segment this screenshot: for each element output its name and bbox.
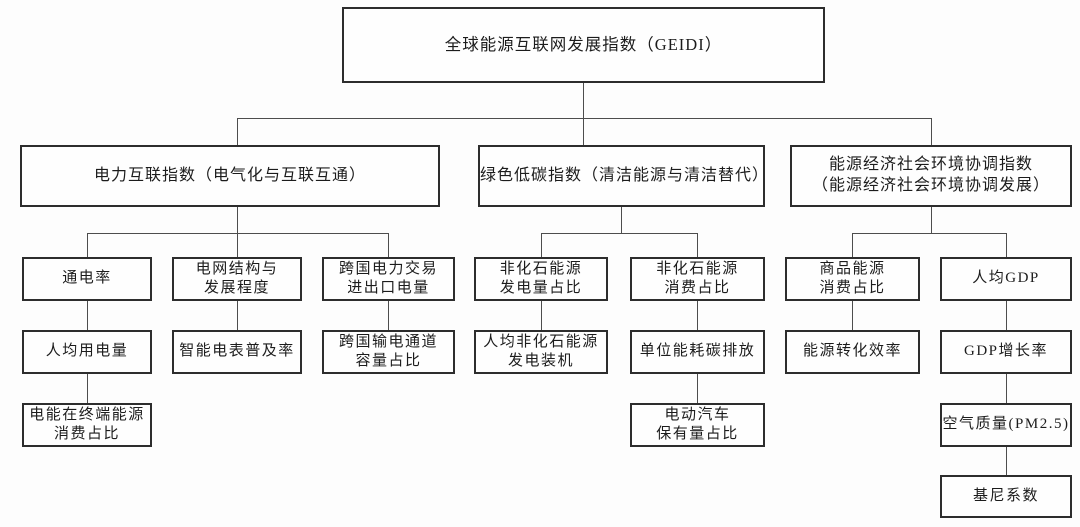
node-energy-conversion-efficiency: 能源转化效率 <box>785 330 920 374</box>
connector-branch2-stem <box>621 207 622 233</box>
node-non-fossil-generation-share: 非化石能源 发电量占比 <box>474 257 608 301</box>
connector-col7-r3r4 <box>1006 447 1007 475</box>
node-gdp-growth-rate: GDP增长率 <box>940 330 1072 374</box>
connector-col1-r2r3 <box>87 374 88 403</box>
connector-drop-col6 <box>852 233 853 257</box>
node-grid-structure-development: 电网结构与 发展程度 <box>172 257 302 301</box>
connector-branch3-stem <box>931 207 932 233</box>
node-air-quality-pm25: 空气质量(PM2.5) <box>940 403 1072 447</box>
node-electricity-access-rate: 通电率 <box>22 257 152 301</box>
node-geidi-root: 全球能源互联网发展指数（GEIDI） <box>342 7 825 83</box>
connector-col7-r1r2 <box>1006 301 1007 330</box>
node-cross-border-transmission-capacity: 跨国输电通道 容量占比 <box>322 330 455 374</box>
node-electricity-share-in-final-energy: 电能在终端能源 消费占比 <box>22 403 152 447</box>
node-carbon-emission-per-energy: 单位能耗碳排放 <box>630 330 765 374</box>
connector-col1-r1r2 <box>87 301 88 330</box>
connector-drop-col4 <box>541 233 542 257</box>
node-smart-meter-penetration: 智能电表普及率 <box>172 330 302 374</box>
connector-col5-r2r3 <box>697 374 698 403</box>
connector-col5-r1r2 <box>697 301 698 330</box>
connector-col4-r1r2 <box>541 301 542 330</box>
node-per-capita-non-fossil-capacity: 人均非化石能源 发电装机 <box>474 330 608 374</box>
node-ev-ownership-share: 电动汽车 保有量占比 <box>630 403 765 447</box>
connector-col3-r1r2 <box>388 301 389 330</box>
node-power-interconnection-index: 电力互联指数（电气化与互联互通） <box>20 145 440 207</box>
connector-branch3-bar <box>852 233 1006 234</box>
connector-drop-branch1 <box>237 118 238 145</box>
connector-drop-branch3 <box>931 118 932 145</box>
node-gini-coefficient: 基尼系数 <box>940 475 1072 518</box>
connector-col6-r1r2 <box>852 301 853 330</box>
connector-col7-r2r3 <box>1006 374 1007 403</box>
node-per-capita-electricity-consumption: 人均用电量 <box>22 330 152 374</box>
node-green-low-carbon-index: 绿色低碳指数（清洁能源与清洁替代） <box>478 145 768 207</box>
connector-col2-r1r2 <box>237 301 238 330</box>
connector-root-bar <box>237 118 931 119</box>
connector-drop-col2 <box>237 233 238 257</box>
connector-drop-col7 <box>1006 233 1007 257</box>
connector-drop-col5 <box>697 233 698 257</box>
node-commercial-energy-consumption-share: 商品能源 消费占比 <box>785 257 920 301</box>
node-gdp-per-capita: 人均GDP <box>940 257 1072 301</box>
connector-branch1-stem <box>237 207 238 233</box>
node-cross-border-power-trade: 跨国电力交易 进出口电量 <box>322 257 455 301</box>
connector-branch2-bar <box>541 233 697 234</box>
connector-root-stem <box>583 83 584 145</box>
connector-drop-col1 <box>87 233 88 257</box>
node-non-fossil-consumption-share: 非化石能源 消费占比 <box>630 257 765 301</box>
connector-drop-col3 <box>388 233 389 257</box>
node-energy-economy-society-environment-index: 能源经济社会环境协调指数 （能源经济社会环境协调发展） <box>790 145 1072 207</box>
